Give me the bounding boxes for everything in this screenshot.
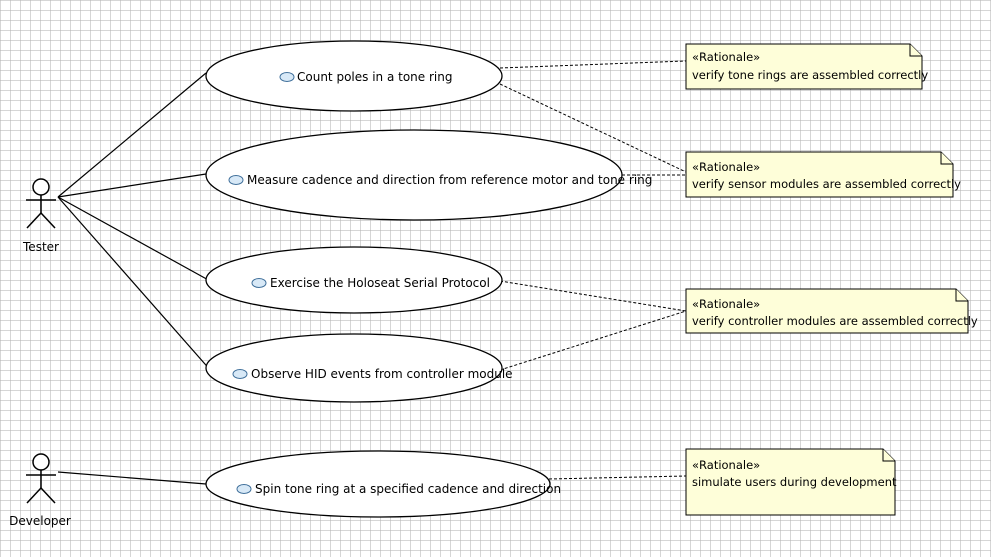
use-case-count-poles[interactable]: Count poles in a tone ring [205, 40, 503, 112]
actor-right-leg [40, 212, 56, 229]
use-case-ellipse [205, 246, 503, 314]
use-case-icon [236, 484, 252, 494]
association-developer-uc5[interactable] [57, 471, 207, 485]
note-sensor-modules[interactable]: «Rationale» verify sensor modules are as… [685, 151, 961, 198]
use-case-icon [232, 369, 248, 379]
note-stereotype: «Rationale» [692, 458, 760, 472]
association-tester-uc2[interactable] [57, 173, 207, 198]
note-controller-modules[interactable]: «Rationale» verify controller modules ar… [685, 288, 978, 334]
actor-head [32, 178, 50, 196]
note-stereotype: «Rationale» [692, 50, 760, 64]
note-fold-corner [940, 152, 953, 165]
actor-left-leg [26, 212, 42, 229]
note-text: simulate users during development [692, 475, 897, 489]
note-fold-corner [909, 44, 922, 57]
note-link-uc1-n2[interactable] [499, 83, 687, 173]
note-box [685, 448, 896, 516]
note-stereotype: «Rationale» [692, 297, 760, 311]
note-simulate-users[interactable]: «Rationale» simulate users during develo… [685, 448, 897, 516]
note-link-uc4-n3[interactable] [499, 310, 687, 371]
use-case-icon [251, 278, 267, 288]
actor-head [32, 453, 50, 471]
actor-left-leg [26, 487, 42, 504]
note-fold-corner [955, 289, 968, 302]
actor-name: Developer [9, 514, 71, 528]
use-case-measure-cadence[interactable]: Measure cadence and direction from refer… [205, 129, 652, 221]
note-box [685, 151, 954, 198]
association-tester-uc1[interactable] [57, 72, 207, 198]
use-case-observe-hid-events[interactable]: Observe HID events from controller modul… [205, 333, 513, 403]
use-case-ellipse [205, 129, 623, 221]
use-case-label: Spin tone ring at a specified cadence an… [255, 482, 561, 496]
note-box [685, 43, 923, 90]
note-text: verify tone rings are assembled correctl… [692, 68, 928, 82]
use-case-ellipse [205, 450, 551, 518]
use-case-ellipse [205, 333, 503, 403]
note-box [685, 288, 969, 334]
note-link-uc5-n4[interactable] [548, 475, 687, 480]
use-case-label: Exercise the Holoseat Serial Protocol [270, 276, 490, 290]
note-text: verify controller modules are assembled … [692, 314, 978, 328]
actor-right-leg [40, 487, 56, 504]
note-link-uc1-n1[interactable] [499, 60, 687, 69]
note-text: verify sensor modules are assembled corr… [692, 177, 961, 191]
association-tester-uc3[interactable] [57, 196, 213, 283]
use-case-label: Observe HID events from controller modul… [251, 367, 513, 381]
use-case-exercise-serial-protocol[interactable]: Exercise the Holoseat Serial Protocol [205, 246, 503, 314]
association-tester-uc4[interactable] [57, 196, 213, 373]
use-case-icon [228, 175, 244, 185]
use-case-ellipse [205, 40, 503, 112]
note-stereotype: «Rationale» [692, 160, 760, 174]
use-case-spin-tone-ring[interactable]: Spin tone ring at a specified cadence an… [205, 450, 561, 518]
note-tone-rings[interactable]: «Rationale» verify tone rings are assemb… [685, 43, 928, 90]
associations [57, 72, 213, 485]
use-case-icon [279, 72, 295, 82]
actor-name: Tester [22, 240, 59, 254]
note-links [499, 60, 687, 480]
note-link-uc3-n3[interactable] [499, 280, 687, 312]
use-case-label: Count poles in a tone ring [297, 70, 452, 84]
note-fold-corner [882, 449, 895, 462]
use-case-label: Measure cadence and direction from refer… [247, 173, 652, 187]
actor-tester[interactable]: Tester [22, 178, 59, 254]
actor-developer[interactable]: Developer [9, 453, 71, 528]
